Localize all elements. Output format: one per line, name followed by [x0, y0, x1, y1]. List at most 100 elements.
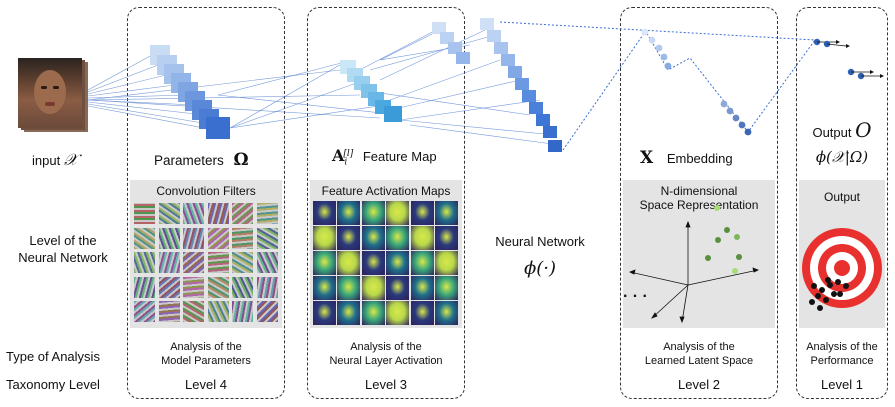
activation-tile [361, 251, 385, 275]
activation-tile [313, 226, 336, 250]
level1-label: Level 1 [821, 377, 863, 392]
activation-tile [337, 276, 361, 300]
neural-network-formula: ϕ(·) [523, 258, 557, 279]
output-arrows [813, 38, 884, 80]
middle-connections [217, 27, 561, 146]
filter-tile [183, 301, 204, 322]
activation-tile [386, 276, 410, 300]
activation-tile [410, 301, 434, 325]
activation-tile [361, 201, 385, 225]
level4-label: Level 4 [185, 377, 227, 392]
activation-tile [410, 201, 434, 225]
neural-network-label: Neural Network [495, 234, 585, 249]
input-face-image [18, 58, 90, 134]
latent-ellipsis: · · · [623, 288, 648, 305]
output-formula: ϕ(𝒳|Ω) [815, 148, 869, 166]
activation-tile [435, 301, 458, 325]
filter-tile [207, 227, 229, 249]
embedding-heading: X Embedding [640, 148, 733, 168]
filter-tile [134, 301, 155, 322]
activation-tile [435, 226, 458, 250]
activation-tile [435, 201, 458, 225]
activation-tile [313, 276, 336, 300]
activation-tile [386, 301, 410, 325]
filter-tile [256, 203, 278, 224]
filter-tile [134, 227, 155, 249]
activation-tile [410, 251, 434, 275]
activation-tile [410, 276, 434, 300]
level2-label: Level 2 [678, 377, 720, 392]
activation-tile [337, 226, 361, 250]
panel-level4 [127, 7, 285, 399]
filter-tile [158, 203, 180, 224]
activation-tile [386, 226, 410, 250]
embedding-points [705, 205, 742, 274]
filter-tile [207, 276, 229, 298]
activation-tile [361, 276, 385, 300]
filter-tile [158, 301, 180, 322]
activation-tile [386, 201, 410, 225]
filter-tile [256, 227, 278, 249]
filter-tile [232, 276, 253, 298]
filter-tile [207, 301, 229, 322]
activation-tile [361, 301, 385, 325]
feature-map-heading: Ai[l] Feature Map [332, 146, 437, 168]
row-label-type-analysis: Type of Analysis [6, 349, 100, 364]
filter-tile [158, 252, 180, 273]
activation-tile [337, 301, 361, 325]
convolution-filter-grid [134, 203, 280, 325]
filter-tile [183, 252, 204, 273]
convolution-filters-title: Convolution Filters [156, 184, 256, 198]
filter-tile [207, 203, 229, 224]
feature-layer-stack [340, 60, 402, 122]
filter-tile [207, 252, 229, 273]
activation-tile [337, 201, 361, 225]
deep-layer-stack [432, 18, 562, 152]
prediction-hits [809, 277, 849, 311]
filter-tile [232, 301, 253, 322]
activation-tile [435, 251, 458, 275]
filter-tile [134, 252, 155, 273]
activation-tile [361, 226, 385, 250]
level3-label: Level 3 [365, 377, 407, 392]
filter-tile [134, 276, 155, 298]
filter-tile [232, 252, 253, 273]
feature-activation-grid [313, 201, 459, 326]
filter-tile [256, 301, 278, 322]
filter-tile [158, 276, 180, 298]
activation-tile [313, 301, 336, 325]
filter-tile [232, 203, 253, 224]
feature-activation-title: Feature Activation Maps [321, 184, 451, 198]
input-label: input 𝒳 [32, 150, 78, 169]
panel-level3 [307, 7, 465, 399]
filter-tile [256, 276, 278, 298]
activation-tile [435, 276, 458, 300]
activation-tile [313, 201, 336, 225]
filter-tile [183, 203, 204, 224]
filter-tile [232, 227, 253, 249]
embedding-links [499, 21, 816, 151]
output-heading: Output O [812, 118, 872, 142]
panel-level1 [796, 7, 888, 399]
row-label-taxonomy: Taxonomy Level [6, 377, 100, 392]
panel-level2 [620, 7, 778, 399]
filter-tile [256, 252, 278, 273]
parameters-heading: Parameters Ω [154, 150, 249, 170]
filter-tile [183, 227, 204, 249]
activation-tile [410, 226, 434, 250]
output-box-title: Output [823, 190, 861, 204]
activation-tile [313, 251, 336, 275]
embedding-trajectory [641, 28, 752, 136]
filter-tile [134, 203, 155, 224]
latent-space-box [623, 180, 775, 328]
activation-tile [386, 251, 410, 275]
